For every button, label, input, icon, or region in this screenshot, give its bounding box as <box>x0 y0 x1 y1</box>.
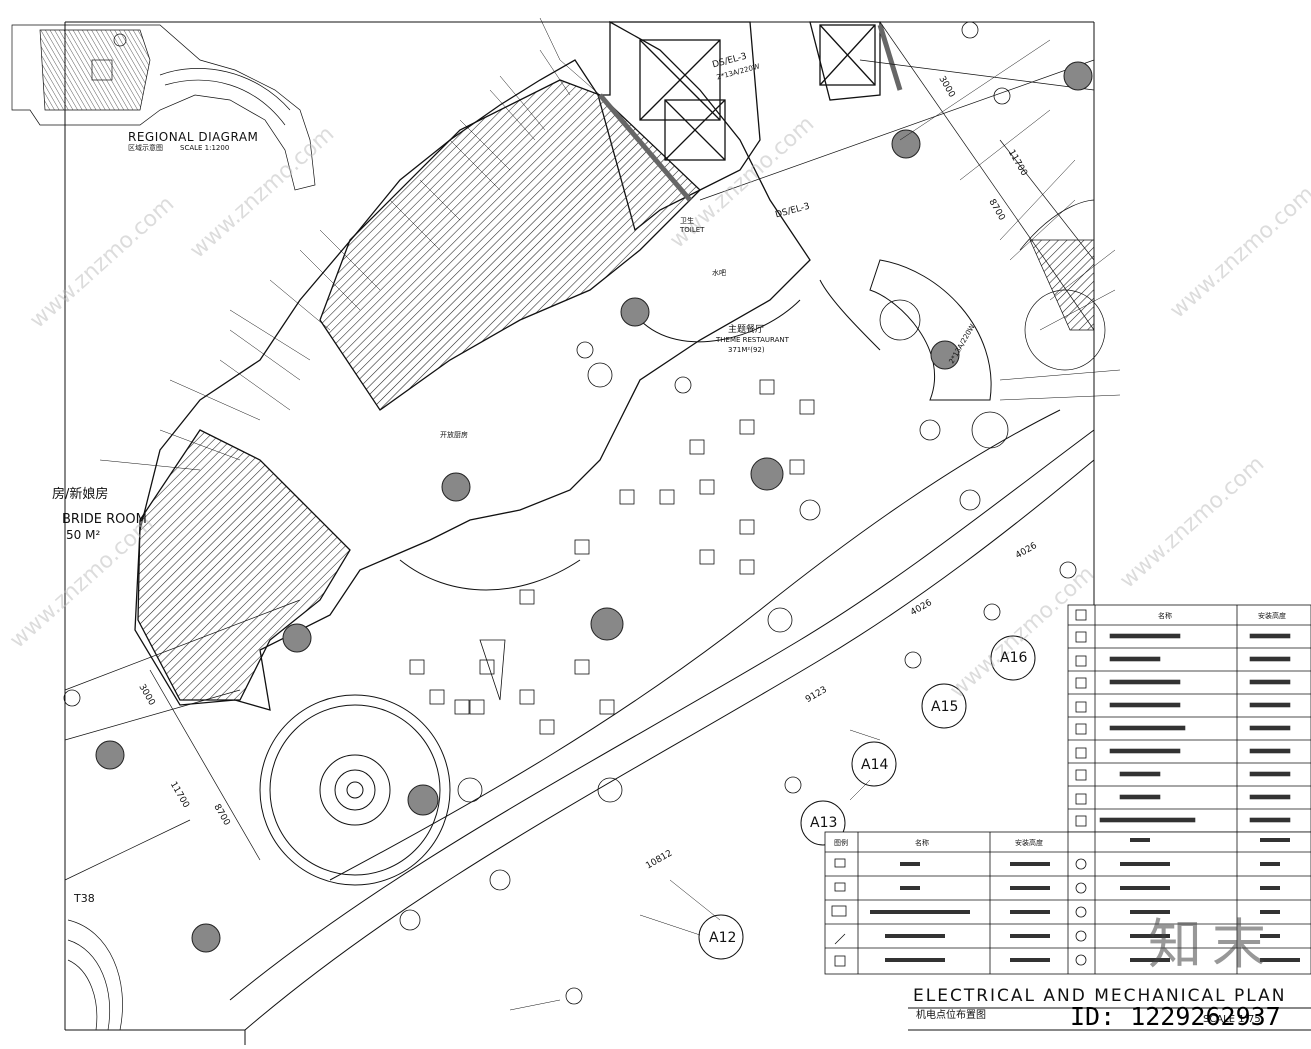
sheet-title: ELECTRICAL AND MECHANICAL PLAN <box>913 986 1287 1006</box>
sheet-scale: SCALE 1:75 <box>1203 1014 1261 1025</box>
grey-markers <box>95 61 1093 953</box>
legend-bottom-cells <box>870 838 1300 962</box>
furniture <box>399 299 1009 931</box>
legend-bottom-header-name: 名称 <box>915 839 929 847</box>
building-outline <box>134 20 903 711</box>
legend-right-header-name: 名称 <box>1158 612 1172 620</box>
restaurant-area: 371M²(92) <box>728 346 765 354</box>
legend-right <box>1067 604 1311 833</box>
marker-t38: T38 <box>74 892 95 905</box>
zone-a12: A12 <box>709 930 737 946</box>
kitchen-label: 开放厨房 <box>440 431 468 439</box>
bride-room-name-en: BRIDE ROOM <box>62 512 147 527</box>
restaurant-name-en: THEME RESTAURANT <box>716 336 789 344</box>
site-lines <box>64 21 1106 1031</box>
legend-bottom-header-symbol: 图例 <box>834 839 848 847</box>
watermark-brand: 知末 <box>1148 913 1276 976</box>
sheet-title-cn: 机电点位布置图 <box>916 1010 986 1021</box>
zone-a16: A16 <box>1000 650 1028 666</box>
zone-a14: A14 <box>861 757 889 773</box>
toilet-label: 卫生 <box>680 217 694 225</box>
legend-bottom-header-height: 安装高度 <box>1015 839 1043 847</box>
bride-room-name-cn: 房/新娘房 <box>52 487 109 502</box>
regional-diagram <box>11 24 316 191</box>
round-room <box>259 694 451 886</box>
regional-subtitle: 区域示意图 <box>128 144 163 152</box>
legend-symbols <box>831 609 1087 967</box>
axis-bubbles <box>63 21 1077 1005</box>
facade-curves <box>229 259 1095 1045</box>
zone-circles <box>698 635 1036 960</box>
leader-lines <box>99 17 1121 1011</box>
toilet-label-en: TOILET <box>680 226 705 234</box>
legend-bottom <box>824 831 1311 975</box>
legend-right-cells <box>1099 633 1291 823</box>
zone-a15: A15 <box>931 699 959 715</box>
regional-title: REGIONAL DIAGRAM <box>128 130 259 144</box>
regional-scale: SCALE 1:1200 <box>180 144 230 152</box>
zone-a13: A13 <box>810 815 838 831</box>
legend-right-header-height: 安装高度 <box>1258 612 1286 620</box>
bar-label: 水吧 <box>712 269 726 277</box>
restaurant-name-cn: 主题餐厅 <box>728 325 765 335</box>
bride-room-area: 50 M² <box>66 528 101 542</box>
watermark-id: ID: 1229262937 <box>1070 1002 1281 1031</box>
